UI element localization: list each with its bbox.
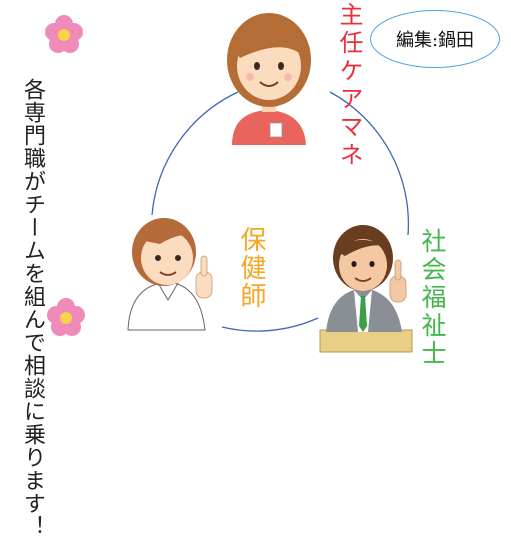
editor-label: 編集:鍋田	[395, 30, 475, 51]
flower-icon	[47, 298, 85, 336]
role-label-social-worker: 社会福祉士	[418, 228, 447, 368]
diagram-graphics	[45, 13, 413, 353]
nurse-illustration	[127, 218, 213, 331]
arc-nurse-to-caremanager	[151, 91, 239, 216]
arc-caremanager-to-socialworker	[329, 91, 410, 236]
flower-icon	[45, 15, 83, 53]
editor-badge: 編集:鍋田	[370, 10, 500, 68]
social-worker-illustration	[319, 225, 413, 353]
care-manager-illustration	[227, 13, 311, 145]
role-label-care-manager: 主任ケアマネ	[335, 2, 363, 170]
diagram-canvas: 編集:鍋田 各専門職がチームを組んで相談に乗ります！ 主任ケアマネ 保健師 社会…	[20, 2, 500, 538]
role-label-nurse: 保健師	[236, 226, 266, 310]
side-caption: 各専門職がチームを組んで相談に乗ります！	[20, 78, 45, 538]
arc-socialworker-to-nurse	[221, 317, 319, 332]
